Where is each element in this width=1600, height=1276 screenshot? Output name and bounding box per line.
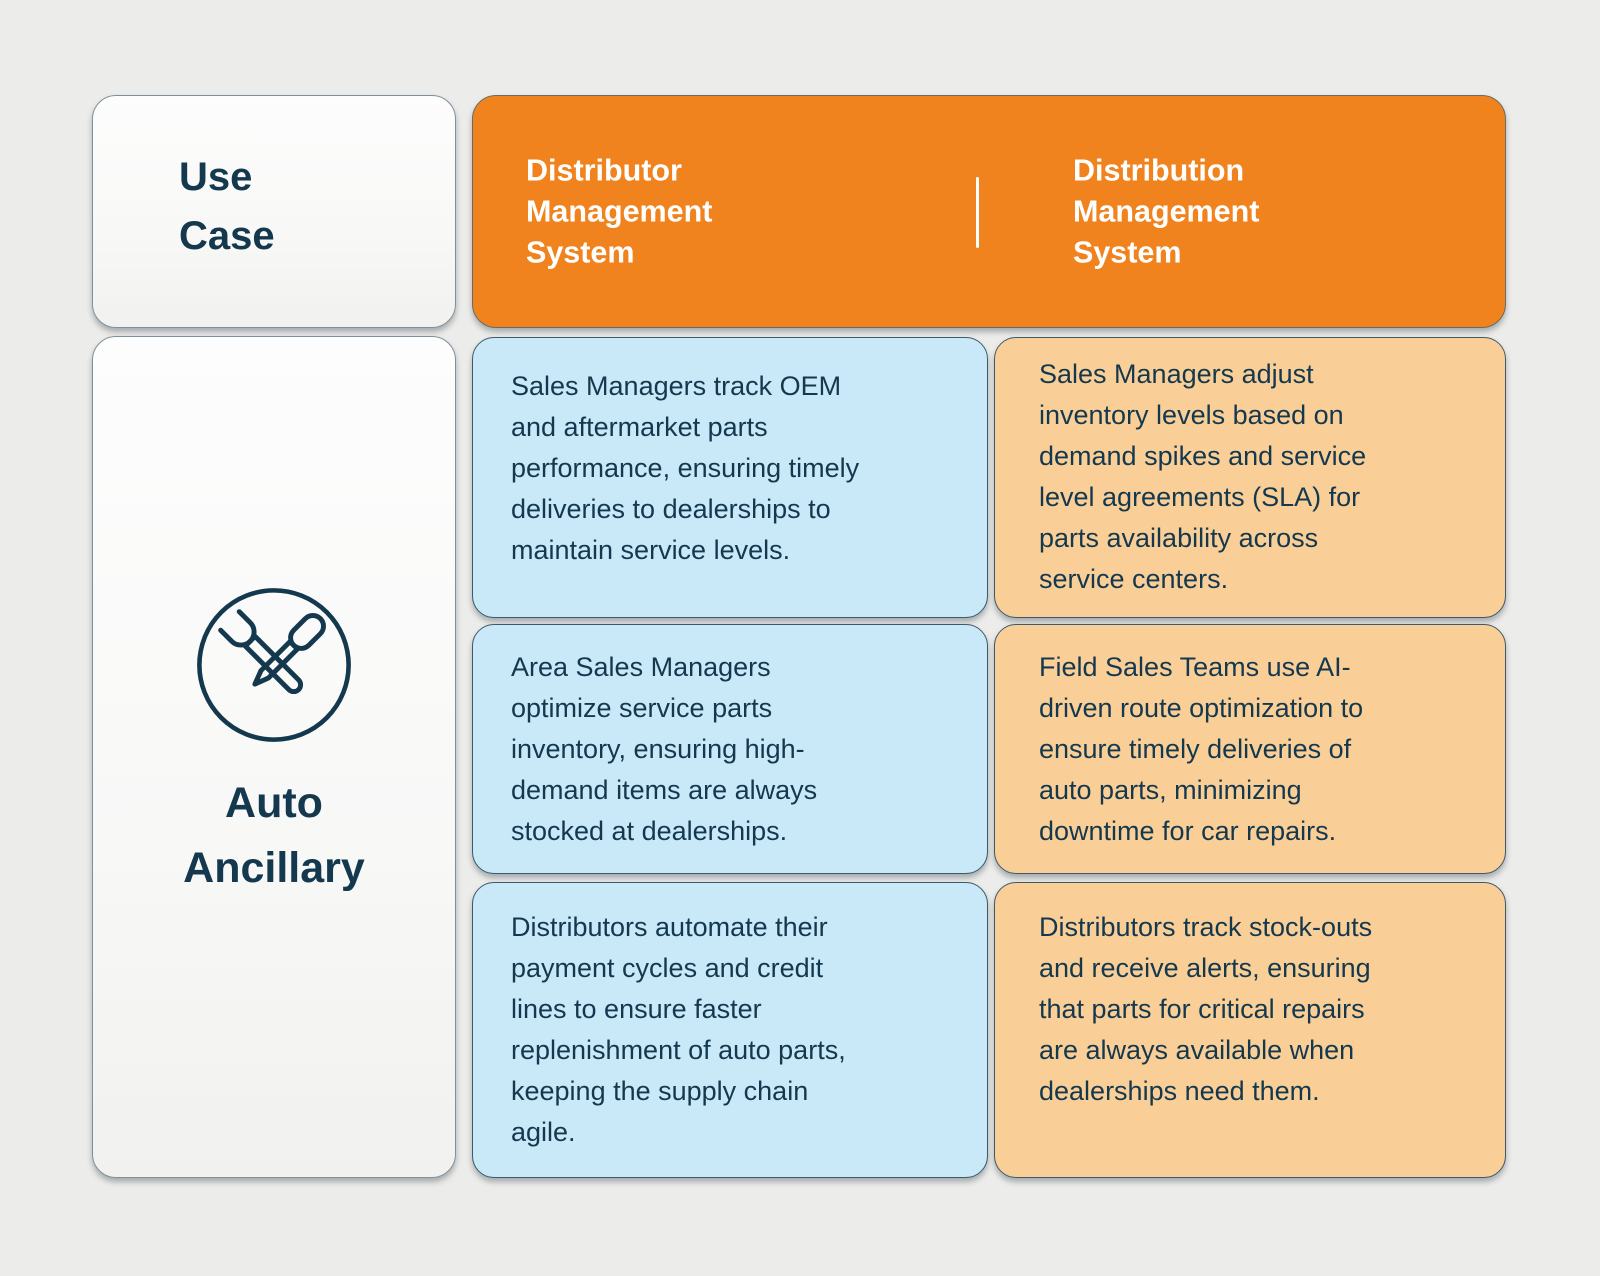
cell-distributor-dms-row3: Distributors automate their payment cycl… <box>472 882 988 1178</box>
cell-distributor-dms-row1: Sales Managers track OEM and aftermarket… <box>472 337 988 618</box>
cell-text: Sales Managers track OEM and aftermarket… <box>511 371 860 565</box>
cell-distribution-dms-row1: Sales Managers adjust inventory levels b… <box>994 337 1506 618</box>
tools-icon <box>192 583 356 747</box>
cell-text: Field Sales Teams use AI- driven route o… <box>1039 652 1364 846</box>
column-headers-card: Distributor Management System Distributi… <box>472 95 1506 328</box>
column-header-distributor-dms: Distributor Management System <box>526 153 713 269</box>
cell-text: Area Sales Managers optimize service par… <box>511 652 818 846</box>
column-header-distribution-dms: Distribution Management System <box>1073 153 1260 269</box>
cell-distributor-dms-row2: Area Sales Managers optimize service par… <box>472 624 988 874</box>
row-label-title: Auto Ancillary <box>183 779 365 892</box>
cell-text: Sales Managers adjust inventory levels b… <box>1039 359 1367 594</box>
cell-distribution-dms-row3: Distributors track stock-outs and receiv… <box>994 882 1506 1178</box>
cell-text: Distributors automate their payment cycl… <box>511 912 846 1147</box>
row-label-card-auto-ancillary: Auto Ancillary <box>92 336 456 1178</box>
cell-distribution-dms-row2: Field Sales Teams use AI- driven route o… <box>994 624 1506 874</box>
header-divider <box>976 177 979 248</box>
cell-text: Distributors track stock-outs and receiv… <box>1039 912 1373 1106</box>
use-case-header-card: Use Case <box>92 95 456 328</box>
use-case-title: Use Case <box>179 155 275 258</box>
